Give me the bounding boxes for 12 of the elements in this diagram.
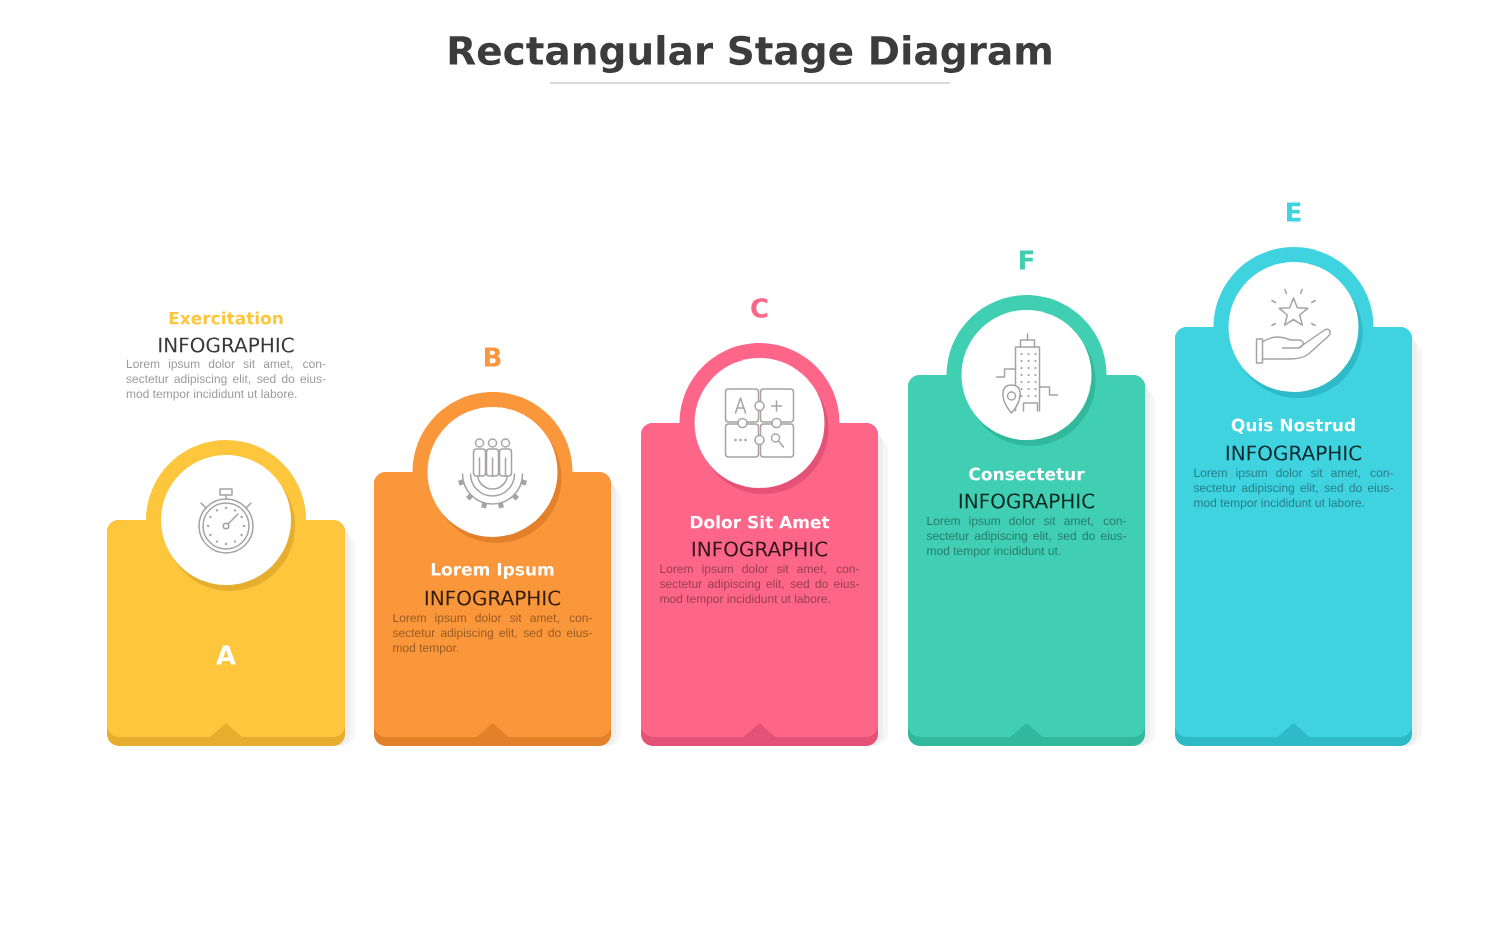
stage-letter: C [751,298,768,318]
stage-letter: F [1020,250,1034,270]
stage-letter: E [1287,202,1301,222]
stage-subheading: INFOGRAPHIC [425,590,561,606]
stage-heading: Exercitation [169,311,283,325]
title: Rectangular Stage Diagram [449,34,1051,74]
stage-heading: Lorem Ipsum [431,563,554,579]
body-text: Lorem ipsum dolor sit amet, con- sectetur adipiscing elit, sed do eius- mod tempor incididunt ut labore. [126,359,326,401]
stage-letter: A [216,645,236,665]
stage-letter: B [485,347,501,367]
body-text: Lorem ipsum dolor sit amet, con- sectetur adipiscing elit, sed do eius- mod tempor. [392,613,592,655]
stage-subheading: INFOGRAPHIC [159,337,294,353]
